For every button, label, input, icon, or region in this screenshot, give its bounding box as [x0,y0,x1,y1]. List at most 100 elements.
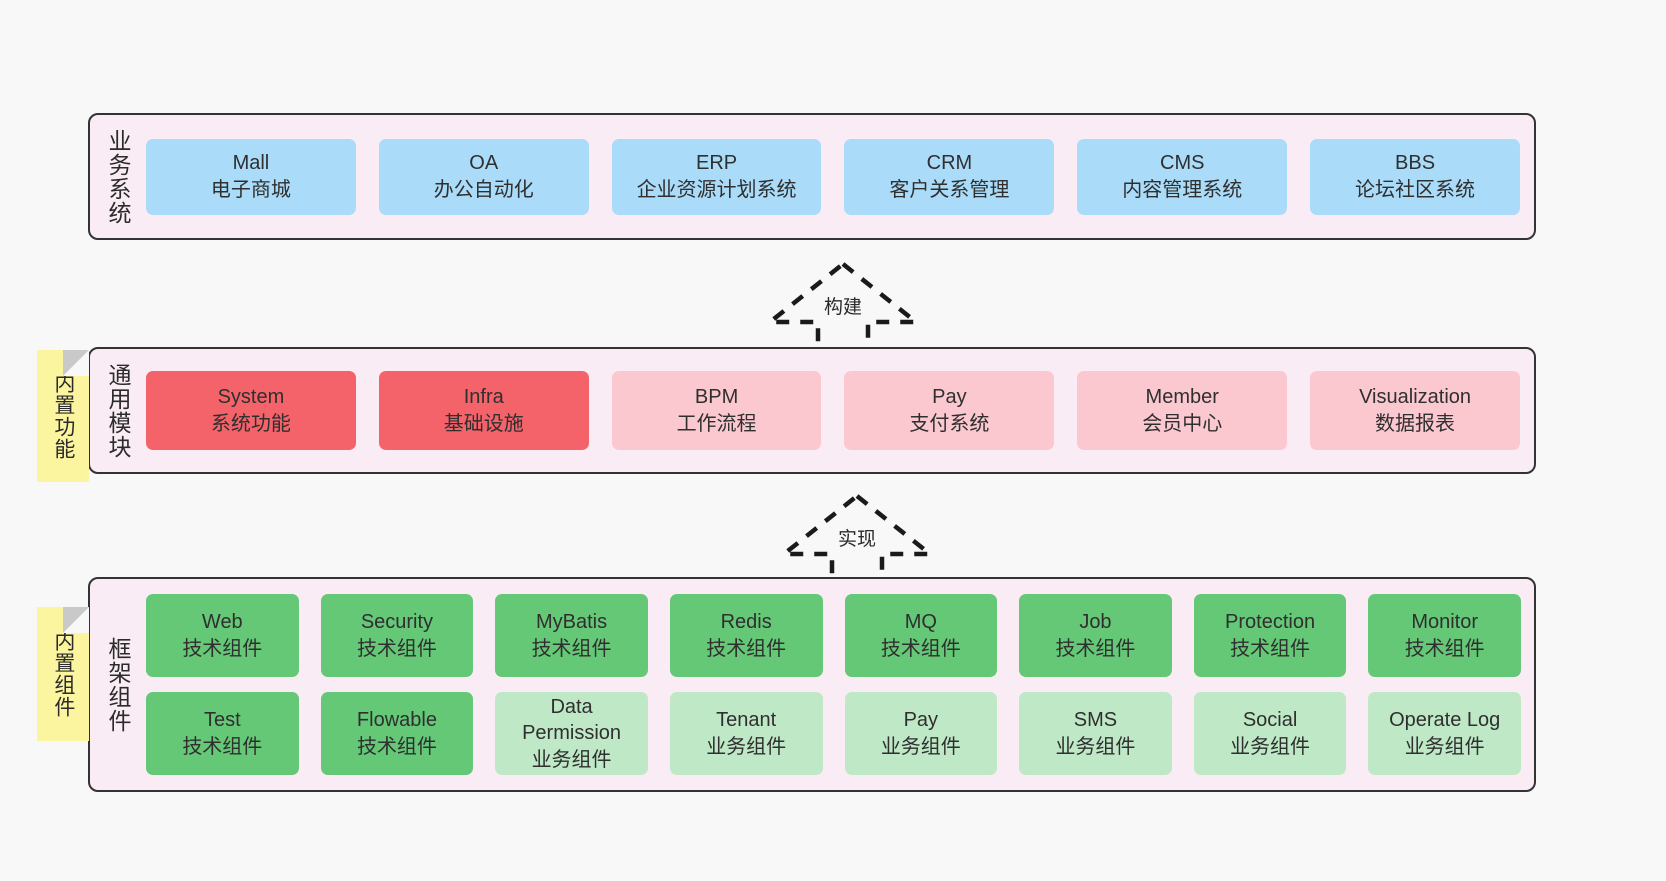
card-subtitle: 技术组件 [356,637,437,660]
card-title: Protection [1225,611,1316,634]
card-subtitle: 会员中心 [1142,412,1223,435]
card-subtitle: 业务组件 [1230,735,1311,758]
card-system[interactable]: System 系统功能 [146,371,356,450]
card-title: OA [469,152,499,175]
card-title: Mall [232,152,270,175]
card-subtitle: 支付系统 [909,412,990,435]
card-mall[interactable]: Mall 电子商城 [146,138,356,215]
card-test[interactable]: Test 技术组件 [146,692,299,775]
layer-body-common: System 系统功能 Infra 基础设施 BPM 工作流程 Pay 支付系统… [146,349,1534,472]
card-title: CMS [1160,152,1205,175]
card-title: BPM [694,386,739,409]
layer-business-systems: 业务系统 Mall 电子商城 OA 办公自动化 ERP 企业资源计划系统 CRM… [88,113,1536,240]
card-title: Job [1079,611,1112,634]
card-title-line1: Data [550,695,593,718]
card-subtitle: 电子商城 [210,178,291,201]
card-mq[interactable]: MQ 技术组件 [844,594,998,677]
card-subtitle: 技术组件 [182,735,263,758]
sticky-note-builtin-component: 内置组件 [37,607,89,741]
card-title: Flowable [356,709,437,732]
layer-framework-components: 框架组件 Web 技术组件 Security 技术组件 MyBatis 技术组件… [88,577,1536,792]
card-operate-log[interactable]: Operate Log 业务组件 [1368,692,1521,775]
card-cms[interactable]: CMS 内容管理系统 [1077,138,1288,215]
card-subtitle: 技术组件 [880,637,961,660]
card-oa[interactable]: OA 办公自动化 [378,138,589,215]
card-title: System [217,386,285,409]
business-card-row: Mall 电子商城 OA 办公自动化 ERP 企业资源计划系统 CRM 客户关系… [146,138,1520,215]
layer-body-business: Mall 电子商城 OA 办公自动化 ERP 企业资源计划系统 CRM 客户关系… [146,115,1534,238]
card-title: Pay [903,709,939,732]
card-redis[interactable]: Redis 技术组件 [669,594,823,677]
layer-common-modules: 通用模块 System 系统功能 Infra 基础设施 BPM 工作流程 Pay… [88,347,1536,474]
card-title: Tenant [716,709,777,732]
card-crm[interactable]: CRM 客户关系管理 [844,138,1055,215]
card-subtitle: 客户关系管理 [889,178,1010,201]
card-subtitle: 企业资源计划系统 [636,178,797,201]
card-title: Security [360,611,434,634]
card-mybatis[interactable]: MyBatis 技术组件 [495,594,648,677]
card-title: Infra [463,386,504,409]
card-subtitle: 业务组件 [1404,735,1485,758]
layer-body-framework: Web 技术组件 Security 技术组件 MyBatis 技术组件 Redi… [146,579,1534,790]
card-subtitle: 内容管理系统 [1122,178,1243,201]
card-title: Visualization [1359,386,1472,409]
card-sms[interactable]: SMS 业务组件 [1019,692,1172,775]
card-subtitle: 系统功能 [210,412,291,435]
card-subtitle: 业务组件 [880,735,961,758]
card-pay-biz[interactable]: Pay 业务组件 [844,692,998,775]
card-title: ERP [696,152,738,175]
card-monitor[interactable]: Monitor 技术组件 [1368,594,1521,677]
card-subtitle: 数据报表 [1375,412,1456,435]
card-subtitle: 技术组件 [1230,637,1311,660]
card-subtitle: 技术组件 [1404,637,1485,660]
card-pay[interactable]: Pay 支付系统 [844,371,1055,450]
framework-tech-row: Web 技术组件 Security 技术组件 MyBatis 技术组件 Redi… [146,594,1521,677]
framework-biz-row: Test 技术组件 Flowable 技术组件 Data Permission … [146,692,1521,775]
card-subtitle: 技术组件 [1055,637,1136,660]
card-subtitle: 论坛社区系统 [1355,178,1476,201]
card-data-permission[interactable]: Data Permission 业务组件 [495,692,648,775]
card-social[interactable]: Social 业务组件 [1193,692,1347,775]
card-title: Pay [932,386,967,409]
card-title: Member [1145,386,1219,409]
card-title: Test [203,709,241,732]
card-tenant[interactable]: Tenant 业务组件 [669,692,823,775]
sticky-note-label: 内置组件 [51,630,75,718]
card-flowable[interactable]: Flowable 技术组件 [320,692,474,775]
card-bbs[interactable]: BBS 论坛社区系统 [1310,138,1520,215]
card-erp[interactable]: ERP 企业资源计划系统 [611,138,822,215]
card-security[interactable]: Security 技术组件 [320,594,474,677]
card-title-line2: Permission [522,722,622,745]
card-subtitle: 办公自动化 [433,178,534,201]
card-subtitle: 技术组件 [706,637,787,660]
card-subtitle: 业务组件 [706,735,787,758]
card-subtitle: 技术组件 [356,735,437,758]
card-subtitle: 技术组件 [182,637,263,660]
card-title: MyBatis [536,611,608,634]
card-subtitle: 基础设施 [443,412,524,435]
card-title: Social [1242,709,1298,732]
card-visualization[interactable]: Visualization 数据报表 [1310,371,1520,450]
card-title: MQ [904,611,937,634]
card-member[interactable]: Member 会员中心 [1077,371,1288,450]
card-subtitle: 技术组件 [531,637,612,660]
card-title: SMS [1073,709,1118,732]
card-protection[interactable]: Protection 技术组件 [1193,594,1347,677]
common-card-row: System 系统功能 Infra 基础设施 BPM 工作流程 Pay 支付系统… [146,371,1520,450]
layer-title-common: 通用模块 [105,362,132,459]
card-bpm[interactable]: BPM 工作流程 [611,371,822,450]
layer-title-business: 业务系统 [105,128,132,225]
card-subtitle: 业务组件 [531,748,612,771]
sticky-note-label: 内置功能 [51,372,75,460]
card-title: CRM [926,152,973,175]
card-subtitle: 业务组件 [1055,735,1136,758]
card-title: Monitor [1411,611,1479,634]
card-job[interactable]: Job 技术组件 [1019,594,1172,677]
card-title: Redis [720,611,772,634]
card-title: Web [201,611,243,634]
card-infra[interactable]: Infra 基础设施 [378,371,589,450]
card-web[interactable]: Web 技术组件 [146,594,299,677]
card-title: Operate Log [1389,709,1501,732]
layer-title-framework: 框架组件 [105,636,132,733]
